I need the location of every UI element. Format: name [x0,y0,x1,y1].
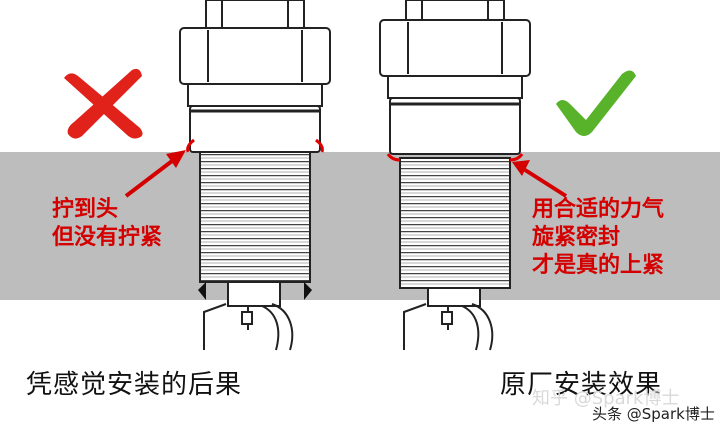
left-arrow [124,150,186,198]
left-spark-plug [179,0,331,351]
cross-mark-icon [64,68,143,139]
credit-watermark: 头条 @Spark博士 [592,405,715,423]
left-annotation-line1: 拧到头 [52,197,119,222]
cylinder-head-band [0,152,720,300]
right-annotation-line1: 用合适的力气 [532,197,665,222]
source-watermark: 知乎 @Spark博士 [532,388,680,409]
right-annotation-line2: 旋紧密封 [532,225,621,250]
right-spark-plug [379,0,531,351]
left-caption: 凭感觉安装的后果 [26,370,243,400]
left-seat-gap [186,138,324,153]
check-mark-icon [556,70,636,136]
right-arrow [512,160,568,198]
left-annotation-line2: 但没有拧紧 [52,225,163,250]
right-seat-seal [386,153,524,162]
right-caption: 原厂安装效果 [500,370,663,400]
right-annotation-line3: 才是真的上紧 [532,253,665,278]
